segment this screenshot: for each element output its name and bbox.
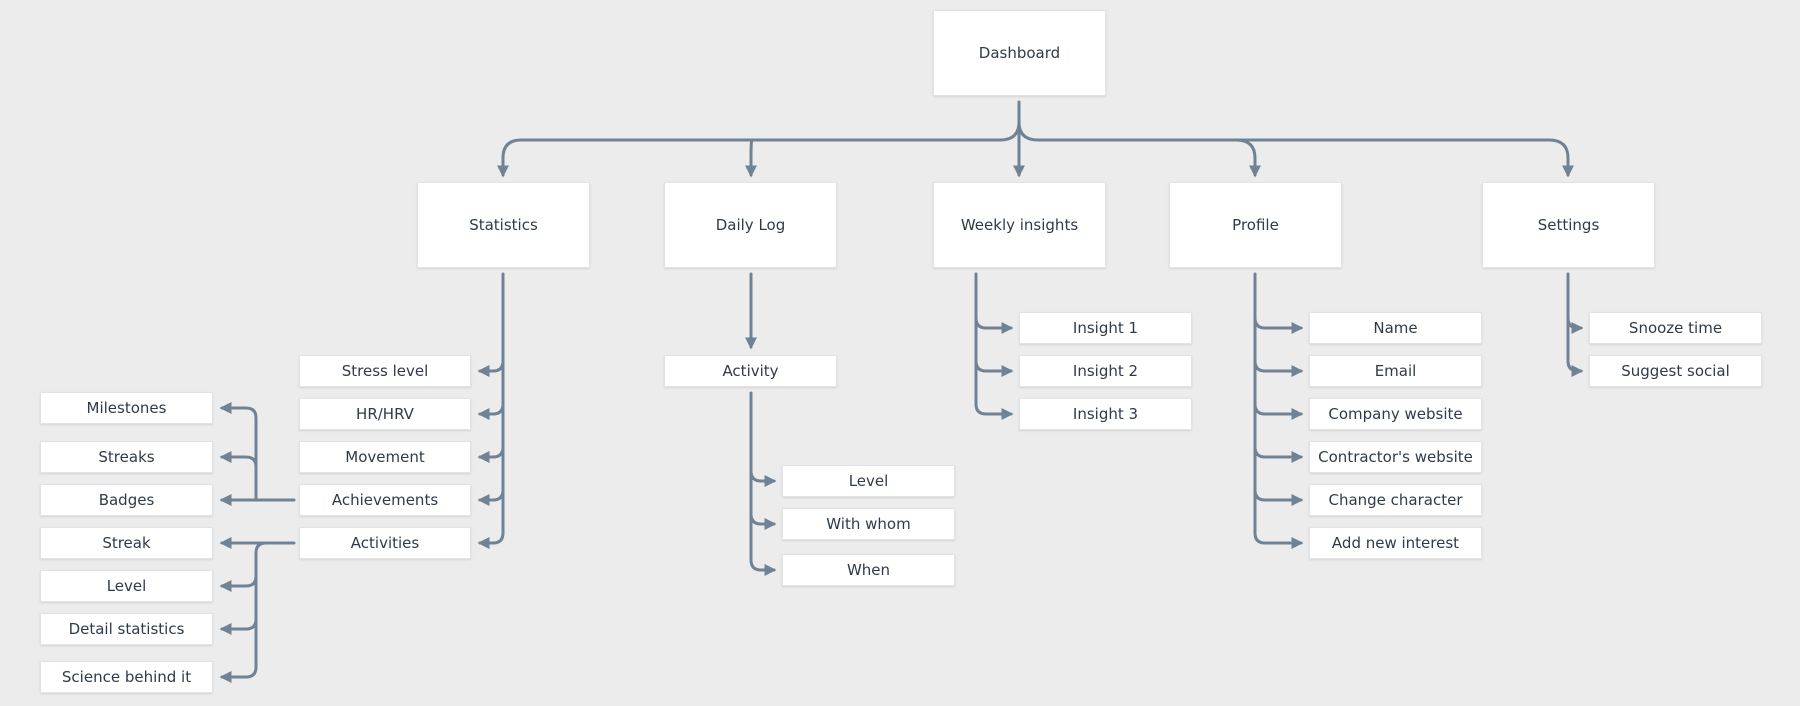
connector-profile-item-1	[1253, 359, 1304, 377]
connector-to-statistics	[497, 120, 1021, 178]
node-streak-label: Streak	[102, 533, 151, 552]
node-level-activities: Level	[40, 570, 213, 602]
connector-to-level-activities	[219, 574, 258, 592]
node-science-behind-it: Science behind it	[40, 661, 213, 693]
connector-to-settings	[1234, 138, 1574, 178]
connector-to-science-behind-it	[219, 665, 258, 683]
connector-profile-item-0	[1253, 316, 1304, 334]
node-settings: Settings	[1482, 182, 1655, 268]
connector-activities-trunk	[254, 541, 296, 669]
node-dashboard-label: Dashboard	[978, 43, 1061, 62]
node-company-website: Company website	[1309, 398, 1482, 430]
node-achievements-label: Achievements	[331, 490, 439, 509]
node-change-character: Change character	[1309, 484, 1482, 516]
node-suggest-social-label: Suggest social	[1621, 361, 1730, 380]
node-email: Email	[1309, 355, 1482, 387]
connector-profile-item-2	[1253, 402, 1304, 420]
node-streak: Streak	[40, 527, 213, 559]
node-hr-hrv-label: HR/HRV	[356, 404, 414, 423]
node-insight-1: Insight 1	[1019, 312, 1192, 344]
node-with-whom-label: With whom	[826, 514, 911, 533]
node-level-daily-label: Level	[848, 471, 889, 490]
node-weekly-insights: Weekly insights	[933, 182, 1106, 268]
node-with-whom: With whom	[782, 508, 955, 540]
connector-profile-item-5	[1253, 531, 1304, 549]
node-statistics: Statistics	[417, 182, 590, 268]
connector-settings-item-0	[1566, 316, 1584, 334]
node-profile: Profile	[1169, 182, 1342, 268]
node-snooze-time-label: Snooze time	[1628, 318, 1723, 337]
connector-insight-1	[974, 359, 1014, 377]
connector-activity-item-0	[749, 469, 777, 487]
node-change-character-label: Change character	[1328, 490, 1463, 509]
connector-insight-0	[974, 316, 1014, 334]
node-achievements: Achievements	[299, 484, 471, 516]
node-snooze-time: Snooze time	[1589, 312, 1762, 344]
connector-profile-item-3	[1253, 445, 1304, 463]
node-name: Name	[1309, 312, 1482, 344]
connector-statistics-item-3	[477, 488, 505, 506]
node-streaks: Streaks	[40, 441, 213, 473]
connector-activity-item-1	[749, 512, 777, 530]
connector-to-milestones	[219, 402, 258, 502]
node-suggest-social: Suggest social	[1589, 355, 1762, 387]
node-activity-label: Activity	[722, 361, 779, 380]
connector-to-daily-log	[745, 138, 757, 178]
node-profile-label: Profile	[1232, 215, 1279, 234]
node-dashboard: Dashboard	[933, 10, 1106, 96]
connector-to-profile	[1017, 120, 1261, 178]
node-weekly-insights-label: Weekly insights	[960, 215, 1079, 234]
node-insight-2: Insight 2	[1019, 355, 1192, 387]
node-insight-2-label: Insight 2	[1072, 361, 1139, 380]
connector-to-streaks	[219, 451, 258, 469]
node-add-new-interest: Add new interest	[1309, 527, 1482, 559]
node-stress-level-label: Stress level	[341, 361, 429, 380]
node-stress-level: Stress level	[299, 355, 471, 387]
node-streaks-label: Streaks	[98, 447, 155, 466]
node-daily-log: Daily Log	[664, 182, 837, 268]
node-milestones-label: Milestones	[86, 398, 167, 417]
node-daily-log-label: Daily Log	[715, 215, 786, 234]
node-statistics-label: Statistics	[469, 215, 538, 234]
connector-settings-item-1	[1566, 359, 1584, 377]
node-company-website-label: Company website	[1328, 404, 1463, 423]
node-activities: Activities	[299, 527, 471, 559]
node-name-label: Name	[1373, 318, 1418, 337]
connector-statistics-item-1	[477, 402, 505, 420]
connector-statistics-item-2	[477, 445, 505, 463]
node-activity: Activity	[664, 355, 837, 387]
connector-activity-item-2	[749, 558, 777, 576]
node-badges: Badges	[40, 484, 213, 516]
node-add-new-interest-label: Add new interest	[1331, 533, 1460, 552]
node-detail-statistics-label: Detail statistics	[68, 619, 185, 638]
node-insight-3-label: Insight 3	[1072, 404, 1139, 423]
node-level-daily: Level	[782, 465, 955, 497]
node-when: When	[782, 554, 955, 586]
connector-statistics-item-0	[477, 359, 505, 377]
connector-insight-2	[974, 402, 1014, 420]
connector-profile-item-4	[1253, 488, 1304, 506]
node-activities-label: Activities	[350, 533, 420, 552]
node-hr-hrv: HR/HRV	[299, 398, 471, 430]
connector-to-detail-statistics	[219, 617, 258, 635]
node-contractors-website: Contractor's website	[1309, 441, 1482, 473]
node-level-activities-label: Level	[106, 576, 147, 595]
node-contractors-website-label: Contractor's website	[1318, 447, 1473, 466]
node-settings-label: Settings	[1537, 215, 1600, 234]
node-movement: Movement	[299, 441, 471, 473]
node-milestones: Milestones	[40, 392, 213, 424]
node-detail-statistics: Detail statistics	[40, 613, 213, 645]
node-badges-label: Badges	[98, 490, 155, 509]
connector-statistics-item-4	[477, 531, 505, 549]
node-when-label: When	[846, 560, 891, 579]
node-movement-label: Movement	[345, 447, 425, 466]
node-insight-3: Insight 3	[1019, 398, 1192, 430]
node-insight-1-label: Insight 1	[1072, 318, 1139, 337]
node-science-behind-it-label: Science behind it	[61, 667, 192, 686]
node-email-label: Email	[1374, 361, 1417, 380]
